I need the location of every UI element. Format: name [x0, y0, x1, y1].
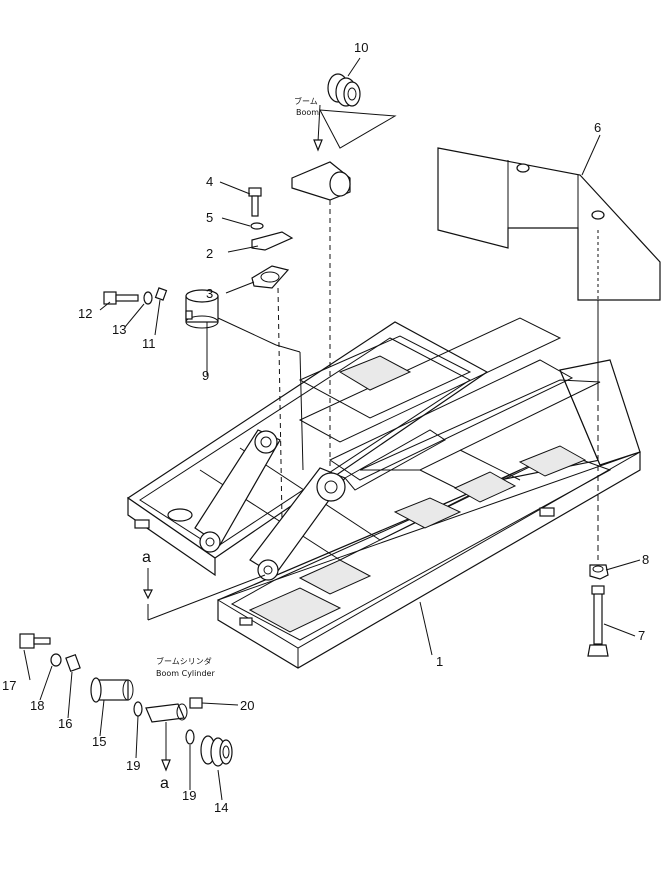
part-number-1: 1: [436, 654, 443, 669]
plate-set: [248, 187, 294, 521]
annotations: ブーム Boom ブームシリンダ Boom Cylinder a a: [142, 96, 319, 792]
part-number-13: 13: [112, 322, 126, 337]
part-number-9: 9: [202, 368, 209, 383]
boom-cylinder-label-jp: ブームシリンダ: [156, 656, 212, 666]
part-number-labels: 1 2 3 4 5 6 7 8 9 10 11 12 13 14 15 16 1…: [2, 40, 649, 815]
part-number-5: 5: [206, 210, 213, 225]
boom-foot-bracket: [194, 379, 601, 581]
part-number-12: 12: [78, 306, 92, 321]
view-letter-top: a: [142, 549, 151, 566]
part-number-2: 2: [206, 246, 213, 261]
part-number-17: 17: [2, 678, 16, 693]
part-number-19-second: 19: [182, 788, 196, 803]
part-number-20: 20: [240, 698, 254, 713]
boom-label-en: Boom: [296, 108, 319, 117]
part-number-16: 16: [58, 716, 72, 731]
part-number-14: 14: [214, 800, 228, 815]
part-number-3: 3: [206, 286, 213, 301]
bolt-12-set: [103, 287, 168, 305]
counterweight: [437, 147, 661, 560]
view-marker-top: [143, 568, 266, 621]
part-number-18: 18: [30, 698, 44, 713]
view-letter-bottom: a: [160, 775, 169, 792]
boom-cylinder-pin-set: [19, 633, 233, 772]
part-number-4: 4: [206, 174, 213, 189]
part-number-8: 8: [642, 552, 649, 567]
part-number-11: 11: [142, 336, 156, 351]
pin-9: [185, 289, 304, 471]
boom-pin-bushing: [291, 73, 397, 470]
boom-cylinder-label-en: Boom Cylinder: [156, 669, 215, 678]
boom-label-jp: ブーム: [294, 96, 318, 106]
counterweight-bolt: [587, 564, 609, 657]
part-number-19: 19: [126, 758, 140, 773]
part-number-10: 10: [354, 40, 368, 55]
leader-lines: [23, 57, 641, 801]
part-number-6: 6: [594, 120, 601, 135]
part-number-15: 15: [92, 734, 106, 749]
part-number-7: 7: [638, 628, 645, 643]
